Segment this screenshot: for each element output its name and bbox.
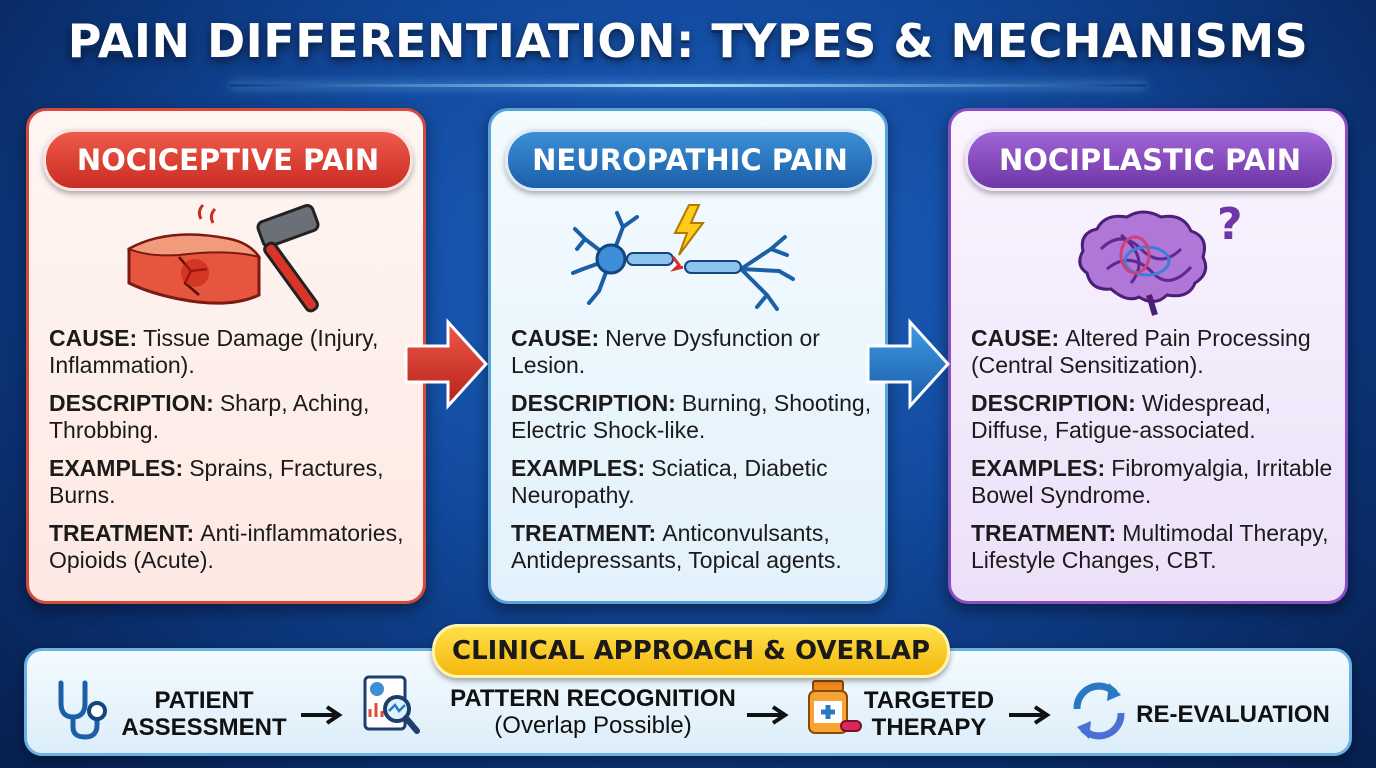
step-sub-label: (Overlap Possible): [494, 712, 692, 739]
stethoscope-icon: [58, 680, 107, 740]
report-magnifier-icon: [363, 675, 420, 734]
description-line: DESCRIPTION:Widespread, Diffuse, Fatigue…: [971, 390, 1271, 443]
medicine-bottle-icon: [808, 680, 862, 734]
nociceptive-card: NOCICEPTIVE PAIN CAUSE:Tissue Damage (In…: [26, 108, 426, 604]
step-re-evaluation: RE-EVALUATION: [1136, 701, 1330, 728]
step-targeted-therapy: TARGETED THERAPY: [863, 687, 995, 741]
treatment-line: TREATMENT:Anticonvulsants, Antidepressan…: [511, 520, 842, 573]
page-title: PAIN DIFFERENTIATION: TYPES & MECHANISMS: [67, 14, 1309, 68]
neuropathic-details: CAUSE:Nerve Dysfunction or Lesion. DESCR…: [511, 325, 879, 585]
step-patient-assessment: PATIENT ASSESSMENT: [121, 687, 287, 741]
description-line: DESCRIPTION:Sharp, Aching, Throbbing.: [49, 390, 370, 443]
flow-arrow-icon: [1009, 705, 1051, 725]
damaged-neuron-lightning-icon: [571, 204, 795, 311]
nociceptive-heading: NOCICEPTIVE PAIN: [43, 129, 413, 191]
nociplastic-details: CAUSE:Altered Pain Processing (Central S…: [971, 325, 1339, 585]
flow-arrow-icon: [747, 705, 789, 725]
cause-line: CAUSE:Tissue Damage (Injury, Inflammatio…: [49, 325, 379, 378]
description-line: DESCRIPTION:Burning, Shooting, Electric …: [511, 390, 872, 443]
step-pattern-recognition: PATTERN RECOGNITION (Overlap Possible): [437, 685, 749, 739]
red-arrow-icon: [404, 318, 488, 410]
treatment-line: TREATMENT:Anti-inflammatories, Opioids (…: [49, 520, 404, 573]
clinical-approach-panel: PATIENT ASSESSMENT PATTERN RECOGNITION (…: [24, 648, 1352, 756]
cause-line: CAUSE:Altered Pain Processing (Central S…: [971, 325, 1311, 378]
treatment-line: TREATMENT:Multimodal Therapy, Lifestyle …: [971, 520, 1329, 573]
examples-line: EXAMPLES:Fibromyalgia, Irritable Bowel S…: [971, 455, 1333, 508]
tangled-brain-question-icon: ?: [1078, 199, 1243, 316]
neuropathic-card: NEUROPATHIC PAIN CAUSE:Nerve Dysfunction…: [488, 108, 888, 604]
damaged-tissue-hammer-icon: [126, 203, 320, 313]
refresh-cycle-icon: [1073, 682, 1125, 740]
cause-line: CAUSE:Nerve Dysfunction or Lesion.: [511, 325, 820, 378]
flow-arrow-icon: [301, 705, 343, 725]
clinical-approach-heading: CLINICAL APPROACH & OVERLAP: [432, 624, 950, 678]
nociceptive-details: CAUSE:Tissue Damage (Injury, Inflammatio…: [49, 325, 417, 585]
title-underline: [230, 84, 1146, 87]
blue-arrow-icon: [866, 318, 950, 410]
examples-line: EXAMPLES:Sciatica, Diabetic Neuropathy.: [511, 455, 828, 508]
examples-line: EXAMPLES:Sprains, Fractures, Burns.: [49, 455, 384, 508]
neuropathic-heading: NEUROPATHIC PAIN: [505, 129, 875, 191]
nociplastic-heading: NOCIPLASTIC PAIN: [965, 129, 1335, 191]
nociplastic-card: NOCIPLASTIC PAIN ? CAUSE:Altered Pain Pr…: [948, 108, 1348, 604]
svg-text:?: ?: [1217, 199, 1243, 250]
